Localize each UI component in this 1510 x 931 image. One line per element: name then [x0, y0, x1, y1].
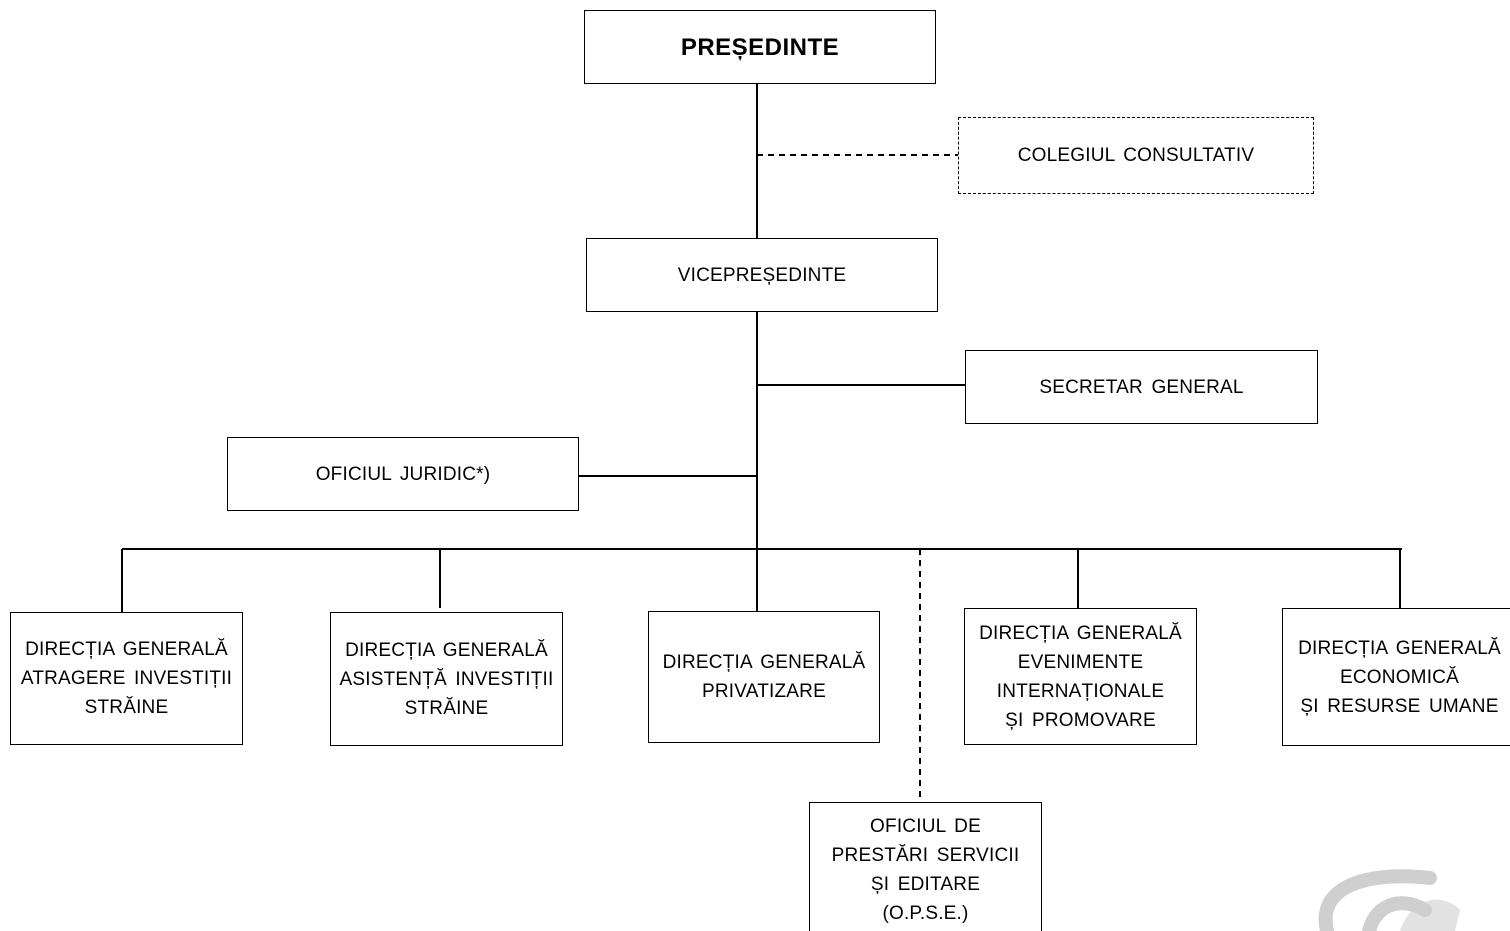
consultative-college-label: COLEGIUL CONSULTATIV — [1017, 145, 1255, 166]
president-box: PREȘEDINTE — [584, 10, 936, 84]
department-foreign-investment-attraction: DIRECȚIA GENERALĂ ATRAGERE INVESTIȚII ST… — [10, 612, 243, 745]
secretary-general-label: SECRETAR GENERAL — [1039, 376, 1244, 398]
department-label: DIRECȚIA GENERALĂ ASISTENȚĂ INVESTIȚII S… — [339, 639, 554, 719]
department-foreign-investment-assistance: DIRECȚIA GENERALĂ ASISTENȚĂ INVESTIȚII S… — [330, 612, 563, 746]
consultative-college-box: COLEGIUL CONSULTATIV — [958, 117, 1314, 194]
department-label: DIRECȚIA GENERALĂ PRIVATIZARE — [662, 652, 866, 702]
services-office-box: OFICIUL DE PRESTĂRI SERVICII ȘI EDITARE … — [809, 802, 1042, 931]
department-label: DIRECȚIA GENERALĂ ATRAGERE INVESTIȚII ST… — [20, 639, 233, 718]
watermark-logo — [1318, 869, 1460, 931]
services-office-label: OFICIUL DE PRESTĂRI SERVICII ȘI EDITARE … — [831, 815, 1020, 924]
department-international-events: DIRECȚIA GENERALĂ EVENIMENTE INTERNAȚION… — [964, 608, 1197, 745]
department-label: DIRECȚIA GENERALĂ EVENIMENTE INTERNAȚION… — [979, 622, 1182, 731]
vice-president-label: VICEPREȘEDINTE — [677, 264, 847, 286]
department-economic-hr: DIRECȚIA GENERALĂ ECONOMICĂ ȘI RESURSE U… — [1282, 608, 1510, 746]
secretary-general-box: SECRETAR GENERAL — [965, 350, 1318, 424]
department-label: DIRECȚIA GENERALĂ ECONOMICĂ ȘI RESURSE U… — [1298, 637, 1501, 717]
president-label: PREȘEDINTE — [680, 33, 840, 61]
vice-president-box: VICEPREȘEDINTE — [586, 238, 938, 312]
legal-office-box: OFICIUL JURIDIC*) — [227, 437, 579, 511]
legal-office-label: OFICIUL JURIDIC*) — [315, 463, 491, 485]
department-privatization: DIRECȚIA GENERALĂ PRIVATIZARE — [648, 611, 880, 743]
